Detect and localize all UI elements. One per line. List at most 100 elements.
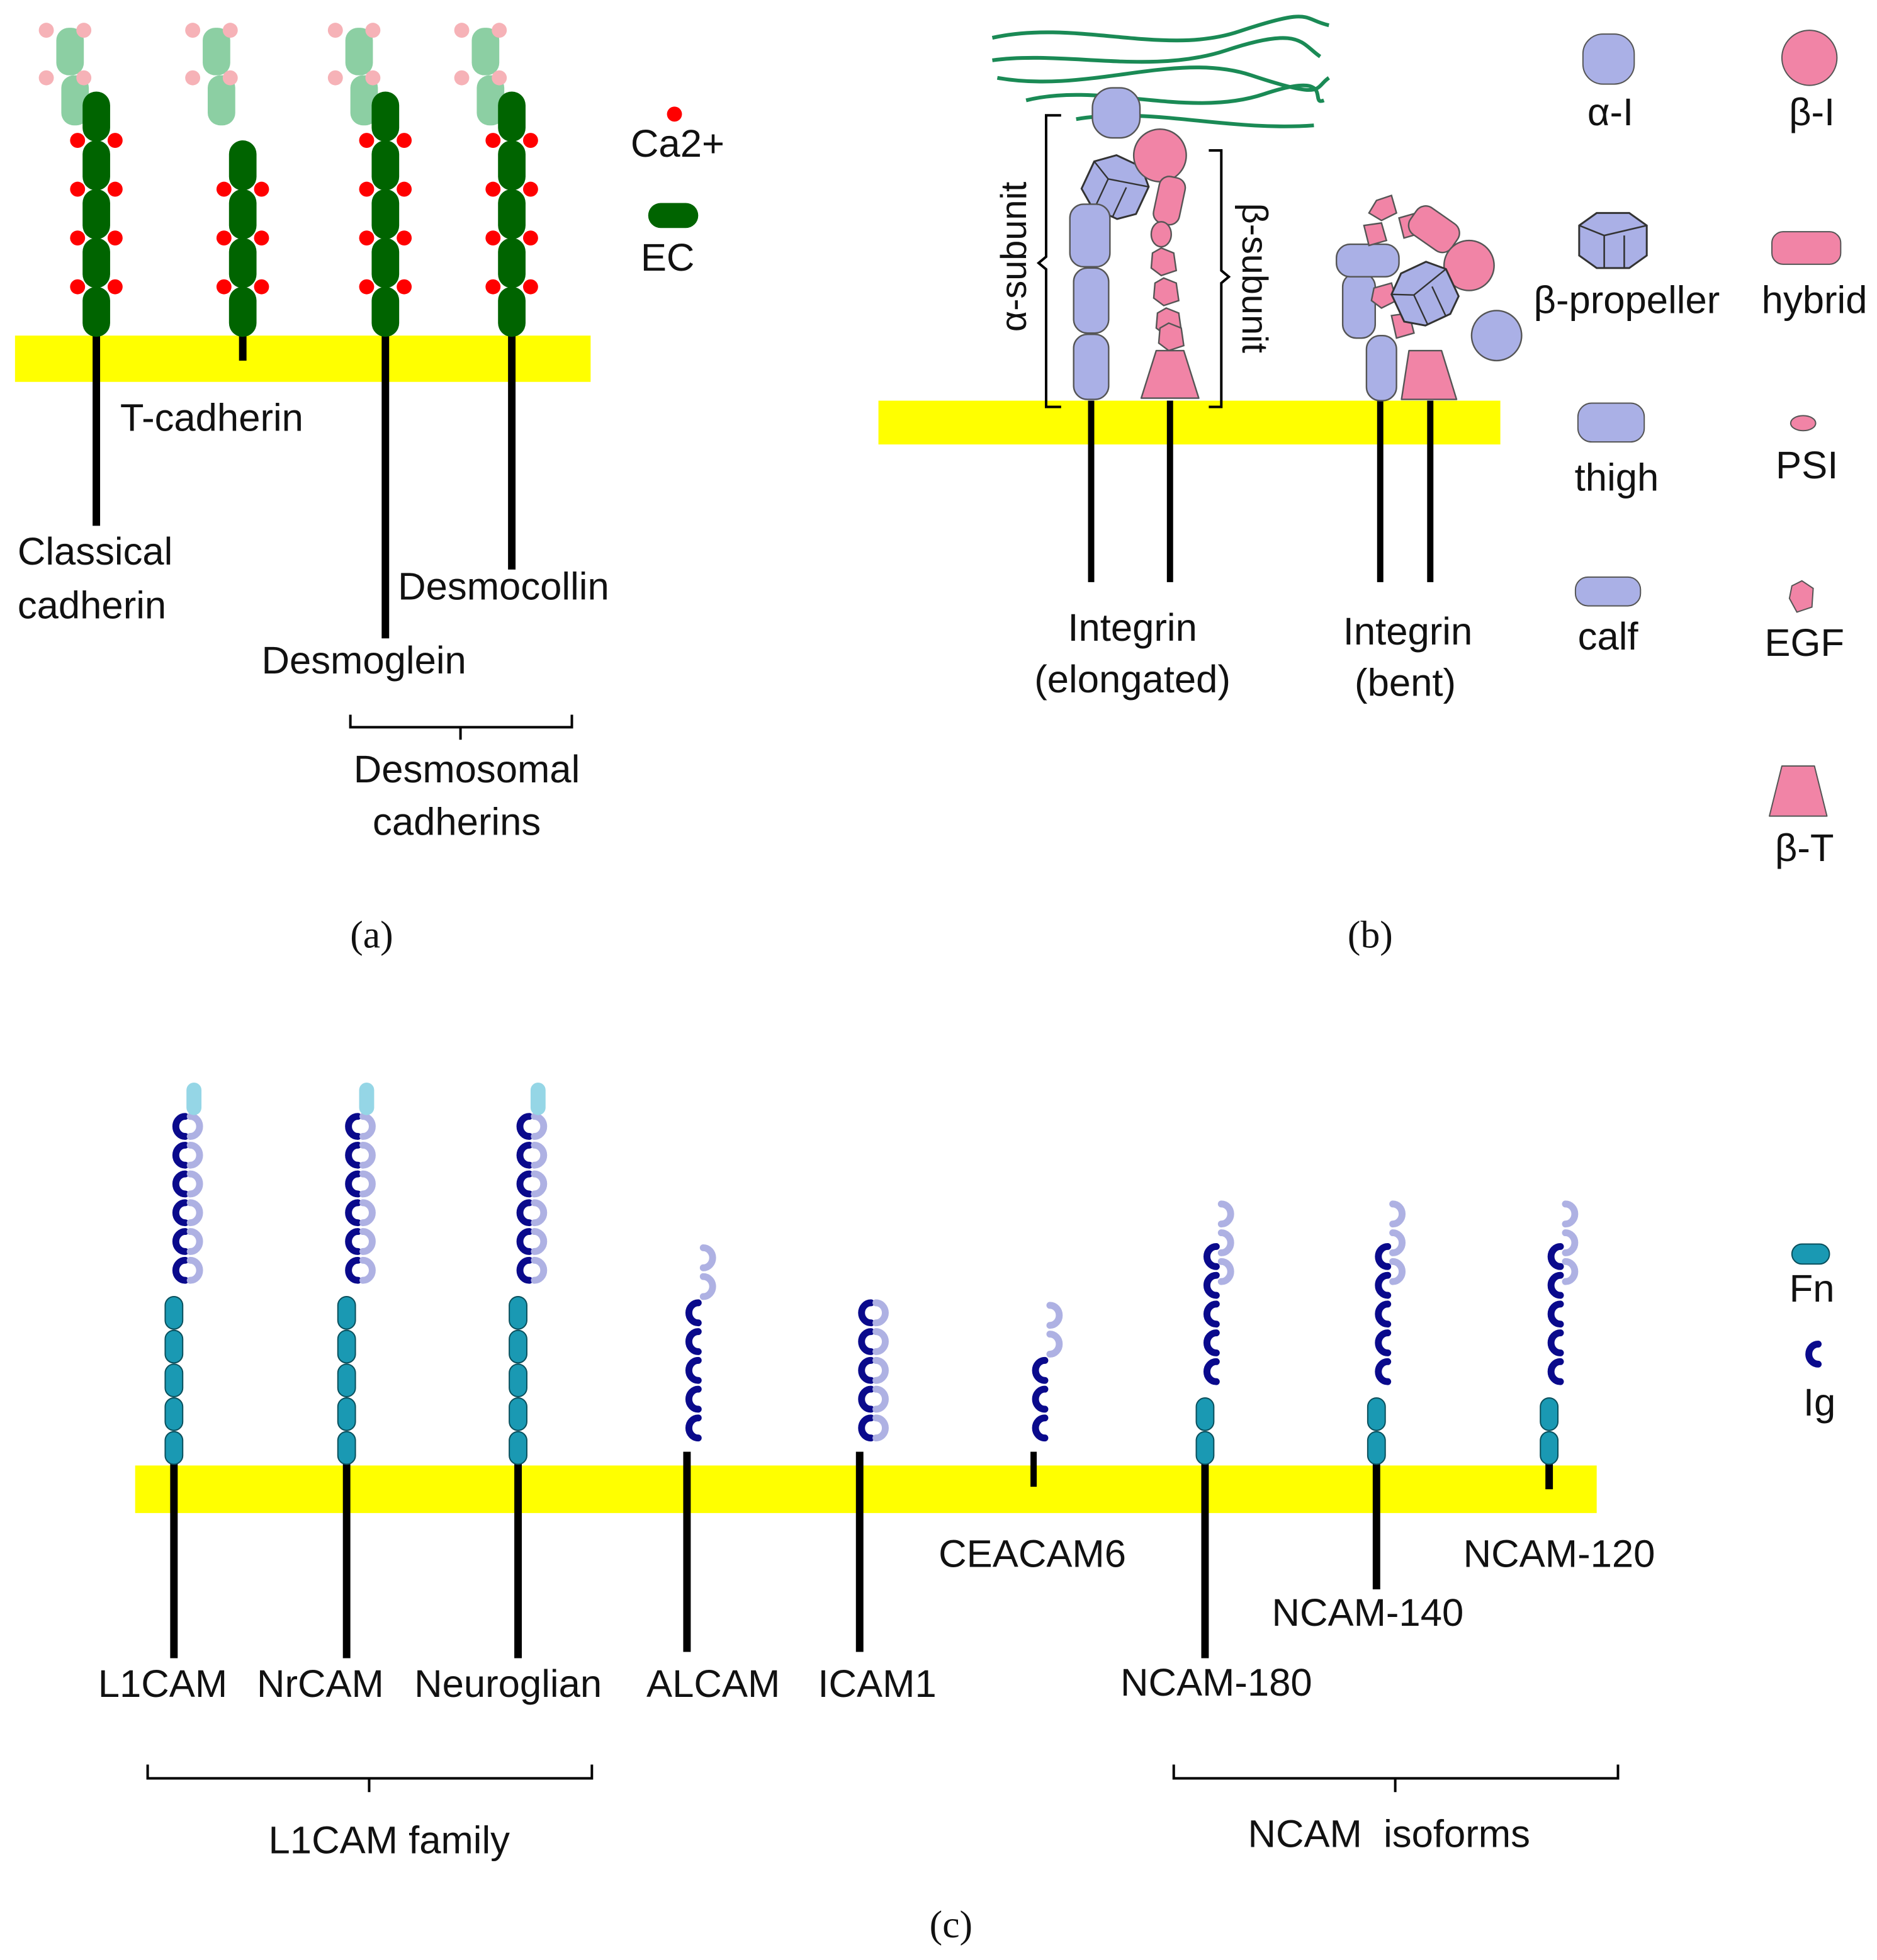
alcam-ig-domain <box>689 1332 698 1352</box>
label-icam1: ICAM1 <box>818 1662 936 1706</box>
l1cam-ig-domain <box>176 1203 185 1223</box>
desmoglein-ca-ion <box>397 181 412 197</box>
egf-domain-4 <box>1158 322 1185 352</box>
icam1-partner-ig-domain <box>876 1332 886 1352</box>
classical-cadherin-partner-ca-1 <box>76 23 92 38</box>
neuroglian-partner-fn-domain <box>530 1083 546 1115</box>
label-ncam-120: NCAM-120 <box>1463 1532 1655 1575</box>
desmocollin-ca-ion <box>522 279 538 295</box>
icam1-partner-ig-domain <box>876 1360 886 1380</box>
label-integrin-elongated: Integrin <box>1068 606 1197 650</box>
desmoglein-ca-ion <box>359 279 375 295</box>
panel-a-cadherins: Classical cadherin T-cadherin Desmoglein… <box>14 23 724 956</box>
classical-cadherin-ca-ion <box>107 230 123 246</box>
ncam-140-ig-domain <box>1378 1275 1388 1295</box>
ncam-120-partner-ig-domain <box>1565 1233 1575 1253</box>
nrcam-partner-ig-domain <box>363 1174 373 1194</box>
membrane-a <box>14 335 591 382</box>
caption-c: (c) <box>930 1903 972 1946</box>
calf-legend-icon <box>1574 576 1642 607</box>
t-cadherin-ca-ion <box>254 230 269 246</box>
ncam-140-partner-ig-domain <box>1393 1261 1402 1281</box>
l1cam-fn-domain <box>164 1397 184 1431</box>
desmocollin-ec-domain <box>498 238 526 288</box>
desmoglein <box>327 23 412 639</box>
classical-cadherin-ec-domain <box>82 140 110 191</box>
ncam-120-ig-domain <box>1551 1304 1560 1324</box>
calf-domain-2 <box>1073 333 1110 400</box>
t-cadherin-partner-ca-2 <box>185 70 201 86</box>
classical-cadherin-ec-domain <box>82 91 110 142</box>
bracket-desmosomal <box>349 714 573 740</box>
classical-cadherin-partner-ec-2 <box>61 75 89 126</box>
l1cam-fn-domain <box>164 1363 184 1397</box>
bracket-ncam-isoforms <box>1172 1764 1620 1793</box>
ncam-120-fn-domain <box>1540 1397 1559 1431</box>
desmoglein-partner-ca-3 <box>365 70 381 86</box>
label-desmosomal-cadherins-2: cadherins <box>373 800 541 843</box>
t-cadherin-partner-ca-3 <box>222 70 238 86</box>
beta-t-domain <box>1140 349 1200 399</box>
ca-legend-icon <box>667 106 682 122</box>
nrcam-partner-ig-domain <box>363 1145 373 1165</box>
t-cadherin-partner-ca-0 <box>185 23 201 38</box>
ncam-120-ig-domain <box>1551 1246 1560 1266</box>
label-l1cam: L1CAM <box>98 1662 227 1706</box>
alcam-partner-ig-domain <box>703 1248 713 1268</box>
l1cam-partner-ig-domain <box>190 1260 200 1280</box>
ceacam6-partner-ig-domain <box>1050 1334 1059 1355</box>
label-neuroglian: Neuroglian <box>414 1662 602 1706</box>
t-cadherin-ca-ion <box>254 279 269 295</box>
ncam-120-partner-ig-domain <box>1565 1261 1575 1281</box>
integrin-elongated <box>1069 87 1200 582</box>
l1cam-ig-domain <box>176 1260 185 1280</box>
ncam-180-ig-domain <box>1207 1333 1216 1353</box>
desmocollin-ca-ion <box>522 181 538 197</box>
nrcam-ig-domain <box>349 1260 358 1280</box>
nrcam-fn-domain <box>337 1295 356 1330</box>
classical-cadherin-ca-ion <box>107 133 123 148</box>
desmocollin-partner-ca-3 <box>492 70 507 86</box>
neuroglian-fn-domain <box>509 1363 527 1397</box>
label-t-cadherin: T-cadherin <box>120 396 303 439</box>
label-alcam: ALCAM <box>646 1662 780 1706</box>
nrcam-fn-domain <box>337 1431 356 1465</box>
desmocollin-partner-ec-2 <box>476 75 505 126</box>
nrcam-ig-domain <box>349 1174 358 1194</box>
neuroglian-fn-domain <box>509 1329 527 1364</box>
alpha-i-domain <box>1091 87 1141 139</box>
t-cadherin-partner-ca-1 <box>222 23 238 38</box>
nrcam-partner-ig-domain <box>363 1260 373 1280</box>
nrcam-partner-ig-domain <box>363 1117 373 1137</box>
label-l1cam-family: L1CAM family <box>269 1819 510 1862</box>
desmocollin-ec-domain <box>498 140 526 191</box>
label-classical-cadherin-2: cadherin <box>18 583 166 627</box>
label-nrcam: NrCAM <box>257 1662 384 1706</box>
l1cam-ig-domain <box>176 1117 185 1137</box>
classical-cadherin-ca-ion <box>70 133 86 148</box>
nrcam-partner-ig-domain <box>363 1232 373 1252</box>
neuroglian <box>509 1083 546 1659</box>
nrcam-partner-fn-domain <box>359 1083 375 1115</box>
egf-domain-2 <box>1153 277 1180 307</box>
calf-domain-1 <box>1073 267 1110 334</box>
desmocollin-ca-ion <box>522 230 538 246</box>
ncam-180-ig-domain <box>1207 1246 1216 1266</box>
l1cam-partner-ig-domain <box>190 1117 200 1137</box>
l1cam <box>164 1083 201 1659</box>
label-desmosomal-cadherins: Desmosomal <box>354 748 580 791</box>
l1cam-fn-domain <box>164 1431 184 1465</box>
neuroglian-fn-domain <box>509 1397 527 1431</box>
legend-ca2plus: Ca2+ <box>631 122 724 166</box>
hybrid-domain <box>1153 176 1187 226</box>
nrcam-fn-domain <box>337 1363 356 1397</box>
classical-cadherin-ca-ion <box>107 279 123 295</box>
legend-beta-propeller: β-propeller <box>1534 278 1720 322</box>
legend-beta-t: β-T <box>1775 826 1834 870</box>
legend-egf: EGF <box>1764 621 1844 665</box>
t-cadherin-ca-ion <box>216 279 232 295</box>
t-cadherin-ec-domain <box>228 286 257 337</box>
icam1 <box>855 1303 886 1652</box>
caption-a: (a) <box>350 913 393 956</box>
classical-cadherin-ca-ion <box>107 181 123 197</box>
